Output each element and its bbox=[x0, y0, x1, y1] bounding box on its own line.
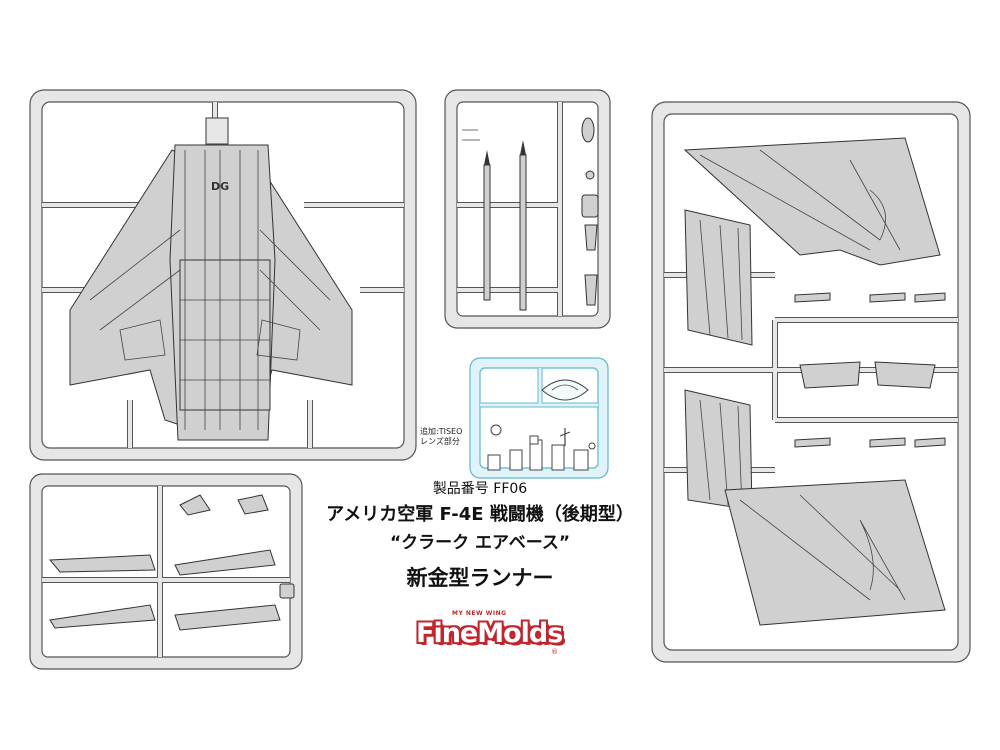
product-subtitle: “クラーク エアベース” bbox=[389, 533, 571, 553]
runner-a-fuselage-wing: DG bbox=[29, 89, 417, 461]
lens-note-line1: 追加:TISEO bbox=[420, 427, 463, 436]
logo-top-text: MY NEW WING bbox=[452, 610, 507, 617]
new-runner-label: 新金型ランナー bbox=[406, 566, 554, 590]
product-number: 製品番号 FF06 bbox=[432, 481, 528, 497]
product-title: アメリカ空軍 F-4E 戦闘機（後期型） bbox=[326, 504, 634, 525]
logo-word: FineMolds bbox=[416, 618, 563, 649]
runner-b-small-parts bbox=[444, 89, 611, 329]
runner-c-clear-parts bbox=[469, 357, 609, 479]
logo-reg-mark: ® bbox=[551, 648, 558, 656]
svg-text:DG: DG bbox=[211, 180, 229, 193]
finemolds-logo: MY NEW WING FineMolds ® bbox=[416, 610, 563, 656]
runner-e-wing-panels bbox=[651, 101, 971, 663]
runner-d-stabilizers bbox=[29, 473, 303, 670]
lens-note-line2: レンズ部分 bbox=[420, 437, 460, 446]
lens-note: 追加:TISEO レンズ部分 bbox=[420, 427, 480, 447]
